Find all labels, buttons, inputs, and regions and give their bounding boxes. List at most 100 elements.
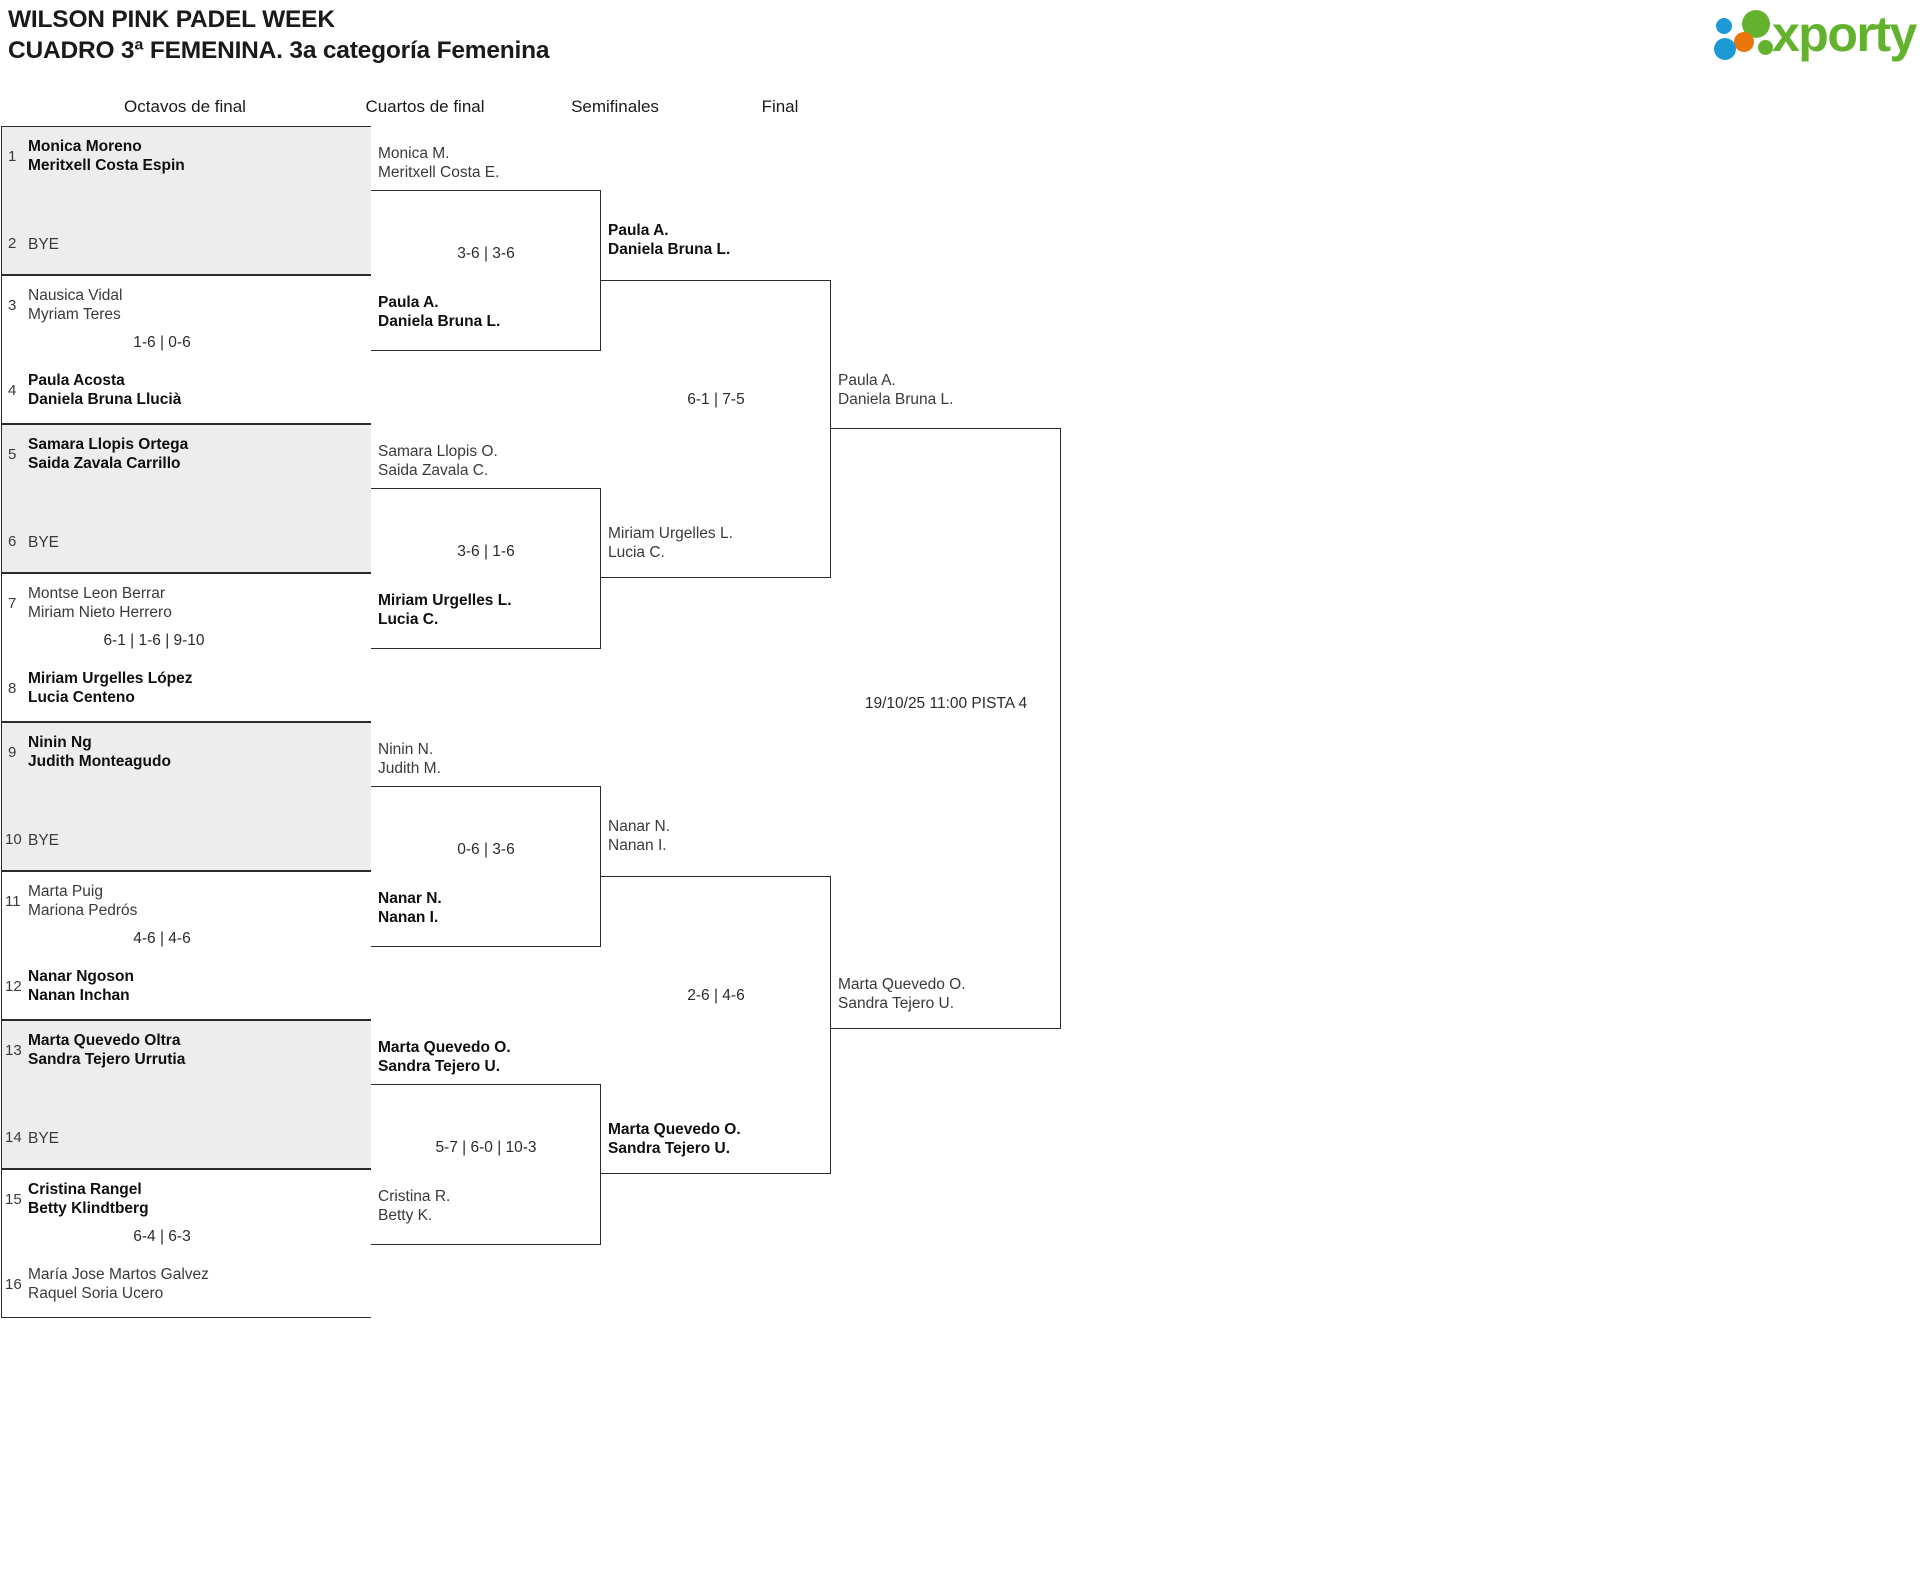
player-2-name: Daniela Bruna L. xyxy=(608,241,731,258)
final-schedule: 19/10/25 11:00 PISTA 4 xyxy=(864,695,1028,712)
player-1-name: Miriam Urgelles L. xyxy=(378,592,512,609)
player-1-name: Cristina Rangel xyxy=(28,1181,142,1198)
r2-match-2-top-players: Samara Llopis O. Saida Zavala C. xyxy=(378,442,498,480)
r2-match-4[interactable]: 5-7 | 6-0 | 10-3 xyxy=(371,1084,601,1245)
player-2-name: Nanan I. xyxy=(608,837,667,854)
player-1-name: Samara Llopis O. xyxy=(378,443,498,460)
seed-number: 3 xyxy=(8,297,17,314)
logo-dot-blue-large-icon xyxy=(1714,38,1736,60)
player-1-name: Marta Quevedo Oltra xyxy=(28,1032,181,1049)
player-1-name: Paula A. xyxy=(838,372,896,389)
match-score: 2-6 | 4-6 xyxy=(687,987,745,1004)
match-score: 5-7 | 6-0 | 10-3 xyxy=(435,1139,537,1156)
logo-wordmark: xporty xyxy=(1772,6,1917,62)
player-1-name: Ninin N. xyxy=(378,741,434,758)
player-2-name: Mariona Pedrós xyxy=(28,902,138,919)
r3-match-1-bottom-players: Miriam Urgelles L. Lucia C. xyxy=(608,524,733,562)
r1-match-3[interactable]: 5 Samara Llopis Ortega Saida Zavala Carr… xyxy=(1,424,371,573)
player-2-name: Meritxell Costa Espin xyxy=(28,157,185,174)
r3-match-1-top-players: Paula A. Daniela Bruna L. xyxy=(608,221,730,259)
r2-match-2[interactable]: 3-6 | 1-6 xyxy=(371,488,601,649)
player-pair: Paula Acosta Daniela Bruna Llucià xyxy=(28,371,181,409)
player-2-name: Saida Zavala C. xyxy=(378,462,489,479)
player-2-name: Lucia C. xyxy=(378,611,439,628)
match-score: 3-6 | 3-6 xyxy=(457,245,515,262)
player-2-name: Betty Klindtberg xyxy=(28,1200,149,1217)
player-2-name: Miriam Nieto Herrero xyxy=(28,604,172,621)
round-header-final: Final xyxy=(761,97,799,116)
r2-match-1-top-players: Monica M. Meritxell Costa E. xyxy=(378,144,499,182)
player-2-name: Judith M. xyxy=(378,760,441,777)
r1-match-5[interactable]: 9 Ninin Ng Judith Monteagudo 10 BYE xyxy=(1,722,371,871)
r3-match-1[interactable]: 6-1 | 7-5 xyxy=(601,280,831,578)
bye-label: BYE xyxy=(28,1130,60,1147)
seed-number: 15 xyxy=(5,1191,22,1208)
match-score: 6-4 | 6-3 xyxy=(133,1228,191,1245)
seed-number: 11 xyxy=(5,893,21,910)
r4-match-final[interactable]: 19/10/25 11:00 PISTA 4 xyxy=(831,428,1061,1029)
bye-label: BYE xyxy=(28,236,60,253)
player-2-name: Sandra Tejero U. xyxy=(378,1058,501,1075)
xporty-logo: xporty xyxy=(1714,6,1917,62)
player-2-name: Meritxell Costa E. xyxy=(378,164,500,181)
player-1-name: Paula A. xyxy=(378,294,439,311)
bye-label: BYE xyxy=(28,832,60,849)
player-1-name: Paula A. xyxy=(608,222,669,239)
match-score: 4-6 | 4-6 xyxy=(133,930,191,947)
player-1-name: Monica M. xyxy=(378,145,450,162)
player-pair: María Jose Martos Galvez Raquel Soria Uc… xyxy=(28,1265,209,1303)
r2-match-3[interactable]: 0-6 | 3-6 xyxy=(371,786,601,947)
seed-number: 16 xyxy=(5,1276,22,1293)
player-pair: Samara Llopis Ortega Saida Zavala Carril… xyxy=(28,435,188,473)
player-2-name: Nanan I. xyxy=(378,909,439,926)
match-score: 0-6 | 3-6 xyxy=(457,841,515,858)
player-1-name: Marta Quevedo O. xyxy=(838,976,966,993)
r1-match-8[interactable]: 15 Cristina Rangel Betty Klindtberg 16 M… xyxy=(1,1169,371,1318)
player-1-name: Marta Quevedo O. xyxy=(378,1039,511,1056)
r1-match-7[interactable]: 13 Marta Quevedo Oltra Sandra Tejero Urr… xyxy=(1,1020,371,1169)
r2-match-1[interactable]: 3-6 | 3-6 xyxy=(371,190,601,351)
player-2-name: Judith Monteagudo xyxy=(28,753,171,770)
player-1-name: Nausica Vidal xyxy=(28,287,123,304)
page-title: WILSON PINK PADEL WEEK CUADRO 3ª FEMENIN… xyxy=(8,4,550,66)
player-pair: Ninin Ng Judith Monteagudo xyxy=(28,733,171,771)
player-2-name: Daniela Bruna Llucià xyxy=(28,391,182,408)
player-1-name: Nanar Ngoson xyxy=(28,968,134,985)
r1-match-6[interactable]: 11 Marta Puig Mariona Pedrós 12 Nanar Ng… xyxy=(1,871,371,1020)
seed-number: 10 xyxy=(5,831,22,848)
logo-dot-blue-small-icon xyxy=(1716,18,1732,34)
r3-match-2[interactable]: 2-6 | 4-6 xyxy=(601,876,831,1174)
player-2-name: Sandra Tejero Urrutia xyxy=(28,1051,186,1068)
player-1-name: Nanar N. xyxy=(608,818,671,835)
r1-match-1[interactable]: 1 Monica Moreno Meritxell Costa Espin 2 … xyxy=(1,126,371,275)
player-2-name: Lucia C. xyxy=(608,544,665,561)
r2-match-1-bottom-players: Paula A. Daniela Bruna L. xyxy=(378,293,500,331)
player-2-name: Raquel Soria Ucero xyxy=(28,1285,164,1302)
player-1-name: Samara Llopis Ortega xyxy=(28,436,189,453)
r3-match-2-bottom-players: Marta Quevedo O. Sandra Tejero U. xyxy=(608,1120,741,1158)
seed-number: 7 xyxy=(8,595,17,612)
r1-match-2[interactable]: 3 Nausica Vidal Myriam Teres 4 Paula Aco… xyxy=(1,275,371,424)
r3-match-2-top-players: Nanar N. Nanan I. xyxy=(608,817,670,855)
seed-number: 2 xyxy=(8,235,17,252)
r2-match-4-bottom-players: Cristina R. Betty K. xyxy=(378,1187,450,1225)
player-1-name: Marta Puig xyxy=(28,883,103,900)
player-pair: Monica Moreno Meritxell Costa Espin xyxy=(28,137,185,175)
player-1-name: Marta Quevedo O. xyxy=(608,1121,741,1138)
player-2-name: Betty K. xyxy=(378,1207,433,1224)
player-2-name: Sandra Tejero U. xyxy=(608,1140,731,1157)
seed-number: 1 xyxy=(8,148,17,165)
player-pair: Marta Quevedo Oltra Sandra Tejero Urruti… xyxy=(28,1031,185,1069)
r2-match-3-bottom-players: Nanar N. Nanan I. xyxy=(378,889,442,927)
player-pair: Cristina Rangel Betty Klindtberg xyxy=(28,1180,149,1218)
match-score: 1-6 | 0-6 xyxy=(133,334,191,351)
player-1-name: Nanar N. xyxy=(378,890,442,907)
player-2-name: Daniela Bruna L. xyxy=(378,313,501,330)
r1-match-4[interactable]: 7 Montse Leon Berrar Miriam Nieto Herrer… xyxy=(1,573,371,722)
player-2-name: Saida Zavala Carrillo xyxy=(28,455,181,472)
seed-number: 5 xyxy=(8,446,17,463)
player-pair: Marta Puig Mariona Pedrós xyxy=(28,882,137,920)
seed-number: 6 xyxy=(8,533,17,550)
player-1-name: Montse Leon Berrar xyxy=(28,585,165,602)
seed-number: 9 xyxy=(8,744,17,761)
